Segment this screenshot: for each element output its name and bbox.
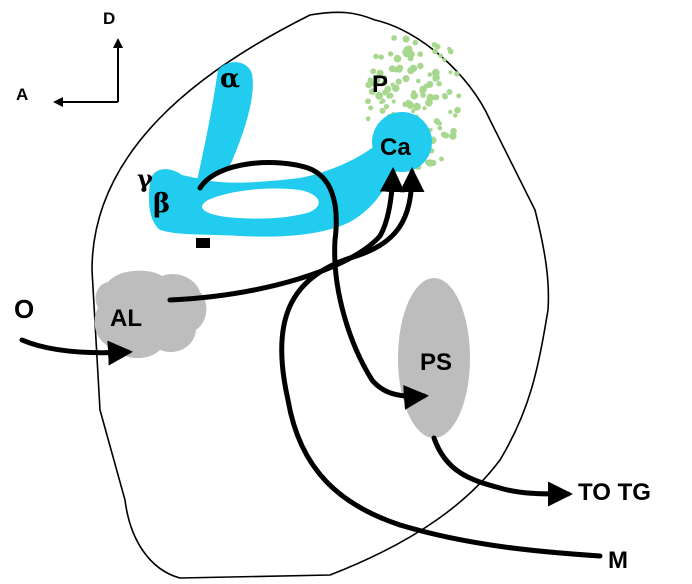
calyx-dot (407, 55, 414, 62)
calyx-dot (402, 101, 408, 108)
orientation-axes: D A (16, 9, 123, 107)
output-m-label: M (608, 547, 628, 574)
beta-gamma-lobe (149, 148, 393, 237)
calyx-dot (442, 132, 450, 139)
calyx-dot (454, 106, 461, 114)
calyx-dot (370, 68, 377, 75)
calyx (372, 112, 432, 172)
calyx-dot (375, 91, 383, 100)
ps-to-tg-path (431, 435, 573, 507)
calyx-dot (413, 102, 421, 111)
calyx-dot (368, 105, 374, 111)
calyx-dot (383, 104, 389, 110)
calyx-dot (427, 72, 433, 77)
calyx-dot (365, 98, 371, 105)
calyx-dot (448, 48, 454, 55)
calyx-dot (437, 125, 443, 131)
calyx-dot (391, 99, 396, 104)
mushroom-body (149, 62, 432, 248)
calyx-dot (426, 99, 431, 105)
calyx-dot (432, 77, 437, 82)
calyx-dot (446, 89, 453, 95)
calyx-dot (456, 93, 462, 99)
calyx-dot (373, 53, 379, 60)
alpha-label: α (220, 64, 240, 94)
dorsal-label: D (103, 9, 115, 28)
pathways (19, 160, 603, 559)
calyx-dot (380, 98, 386, 104)
beta-label: β (153, 189, 170, 219)
calyx-dot (438, 53, 444, 59)
calyx-dot (453, 113, 458, 118)
anterior-label: A (16, 85, 28, 104)
mb-loop-path (197, 160, 429, 410)
olfactory-input-label: O (14, 294, 34, 324)
antennal-lobe-label: AL (110, 305, 142, 332)
calyx-dot (426, 81, 434, 88)
calyx-dot (386, 86, 391, 91)
calyx-dot (403, 46, 409, 52)
calyx-dot (383, 75, 388, 80)
al-to-calyx-path-1 (167, 167, 405, 303)
gamma-label: γ (137, 164, 153, 193)
calyx-dot (386, 94, 391, 99)
calyx-dot (417, 51, 424, 57)
calyx-dot (426, 93, 435, 102)
calyx-dot (402, 35, 410, 43)
calyx-dot (434, 43, 441, 50)
calyx-dot (410, 108, 416, 114)
calyx-dot (369, 88, 376, 95)
calyx-dot (381, 79, 388, 86)
calyx-dot (402, 75, 410, 83)
calyx-dot (436, 81, 442, 87)
calyx-dot (416, 78, 421, 84)
calyx-dot (370, 81, 376, 87)
lobe-tip-mark (196, 238, 210, 248)
al-to-calyx-path-2 (279, 167, 425, 403)
pedunculus-label: P (372, 71, 388, 98)
calyx-dot (376, 78, 381, 83)
calyx-dot (374, 81, 379, 87)
calyx-dot (433, 94, 440, 101)
calyx-dot (449, 132, 457, 140)
calyx-dot (417, 62, 424, 70)
calyx-dot (422, 106, 427, 111)
calyx-dot (448, 70, 453, 75)
calyx-dot (412, 39, 419, 46)
calyx-dot (391, 35, 397, 41)
calyx-dot (393, 66, 400, 73)
calyx-dot (410, 92, 417, 99)
calyx-dot (366, 116, 371, 121)
m-output-path (285, 397, 603, 559)
calyx-dot (395, 78, 402, 85)
calyx-dot (454, 71, 460, 77)
calyx-dot (426, 159, 434, 167)
calyx-dot (448, 109, 453, 115)
protocerebrum-label: PS (420, 349, 452, 376)
calyx-dot (420, 92, 427, 98)
calyx-dot (387, 51, 394, 57)
calyx-dot (439, 156, 444, 162)
brain-outline (91, 11, 550, 579)
calyx-dot (406, 101, 415, 109)
alpha-lobe (196, 62, 253, 185)
antennal-lobe (94, 270, 207, 359)
calyx-dot (407, 67, 415, 75)
calyx-dot (433, 118, 440, 125)
olfactory-input-path (19, 337, 133, 366)
calyx-dot (403, 49, 411, 58)
calyx-dot (442, 57, 447, 63)
calyx-dot (393, 54, 402, 63)
calyx-dot (376, 69, 384, 77)
calyx-dot (442, 93, 447, 98)
calyx-dot (432, 48, 438, 55)
calyx-label: Ca (380, 134, 411, 161)
calyx-dot (391, 84, 400, 92)
output-tg-label: TO TG (578, 479, 651, 506)
calyx-dot (379, 107, 386, 114)
calyx-dot (378, 54, 384, 60)
